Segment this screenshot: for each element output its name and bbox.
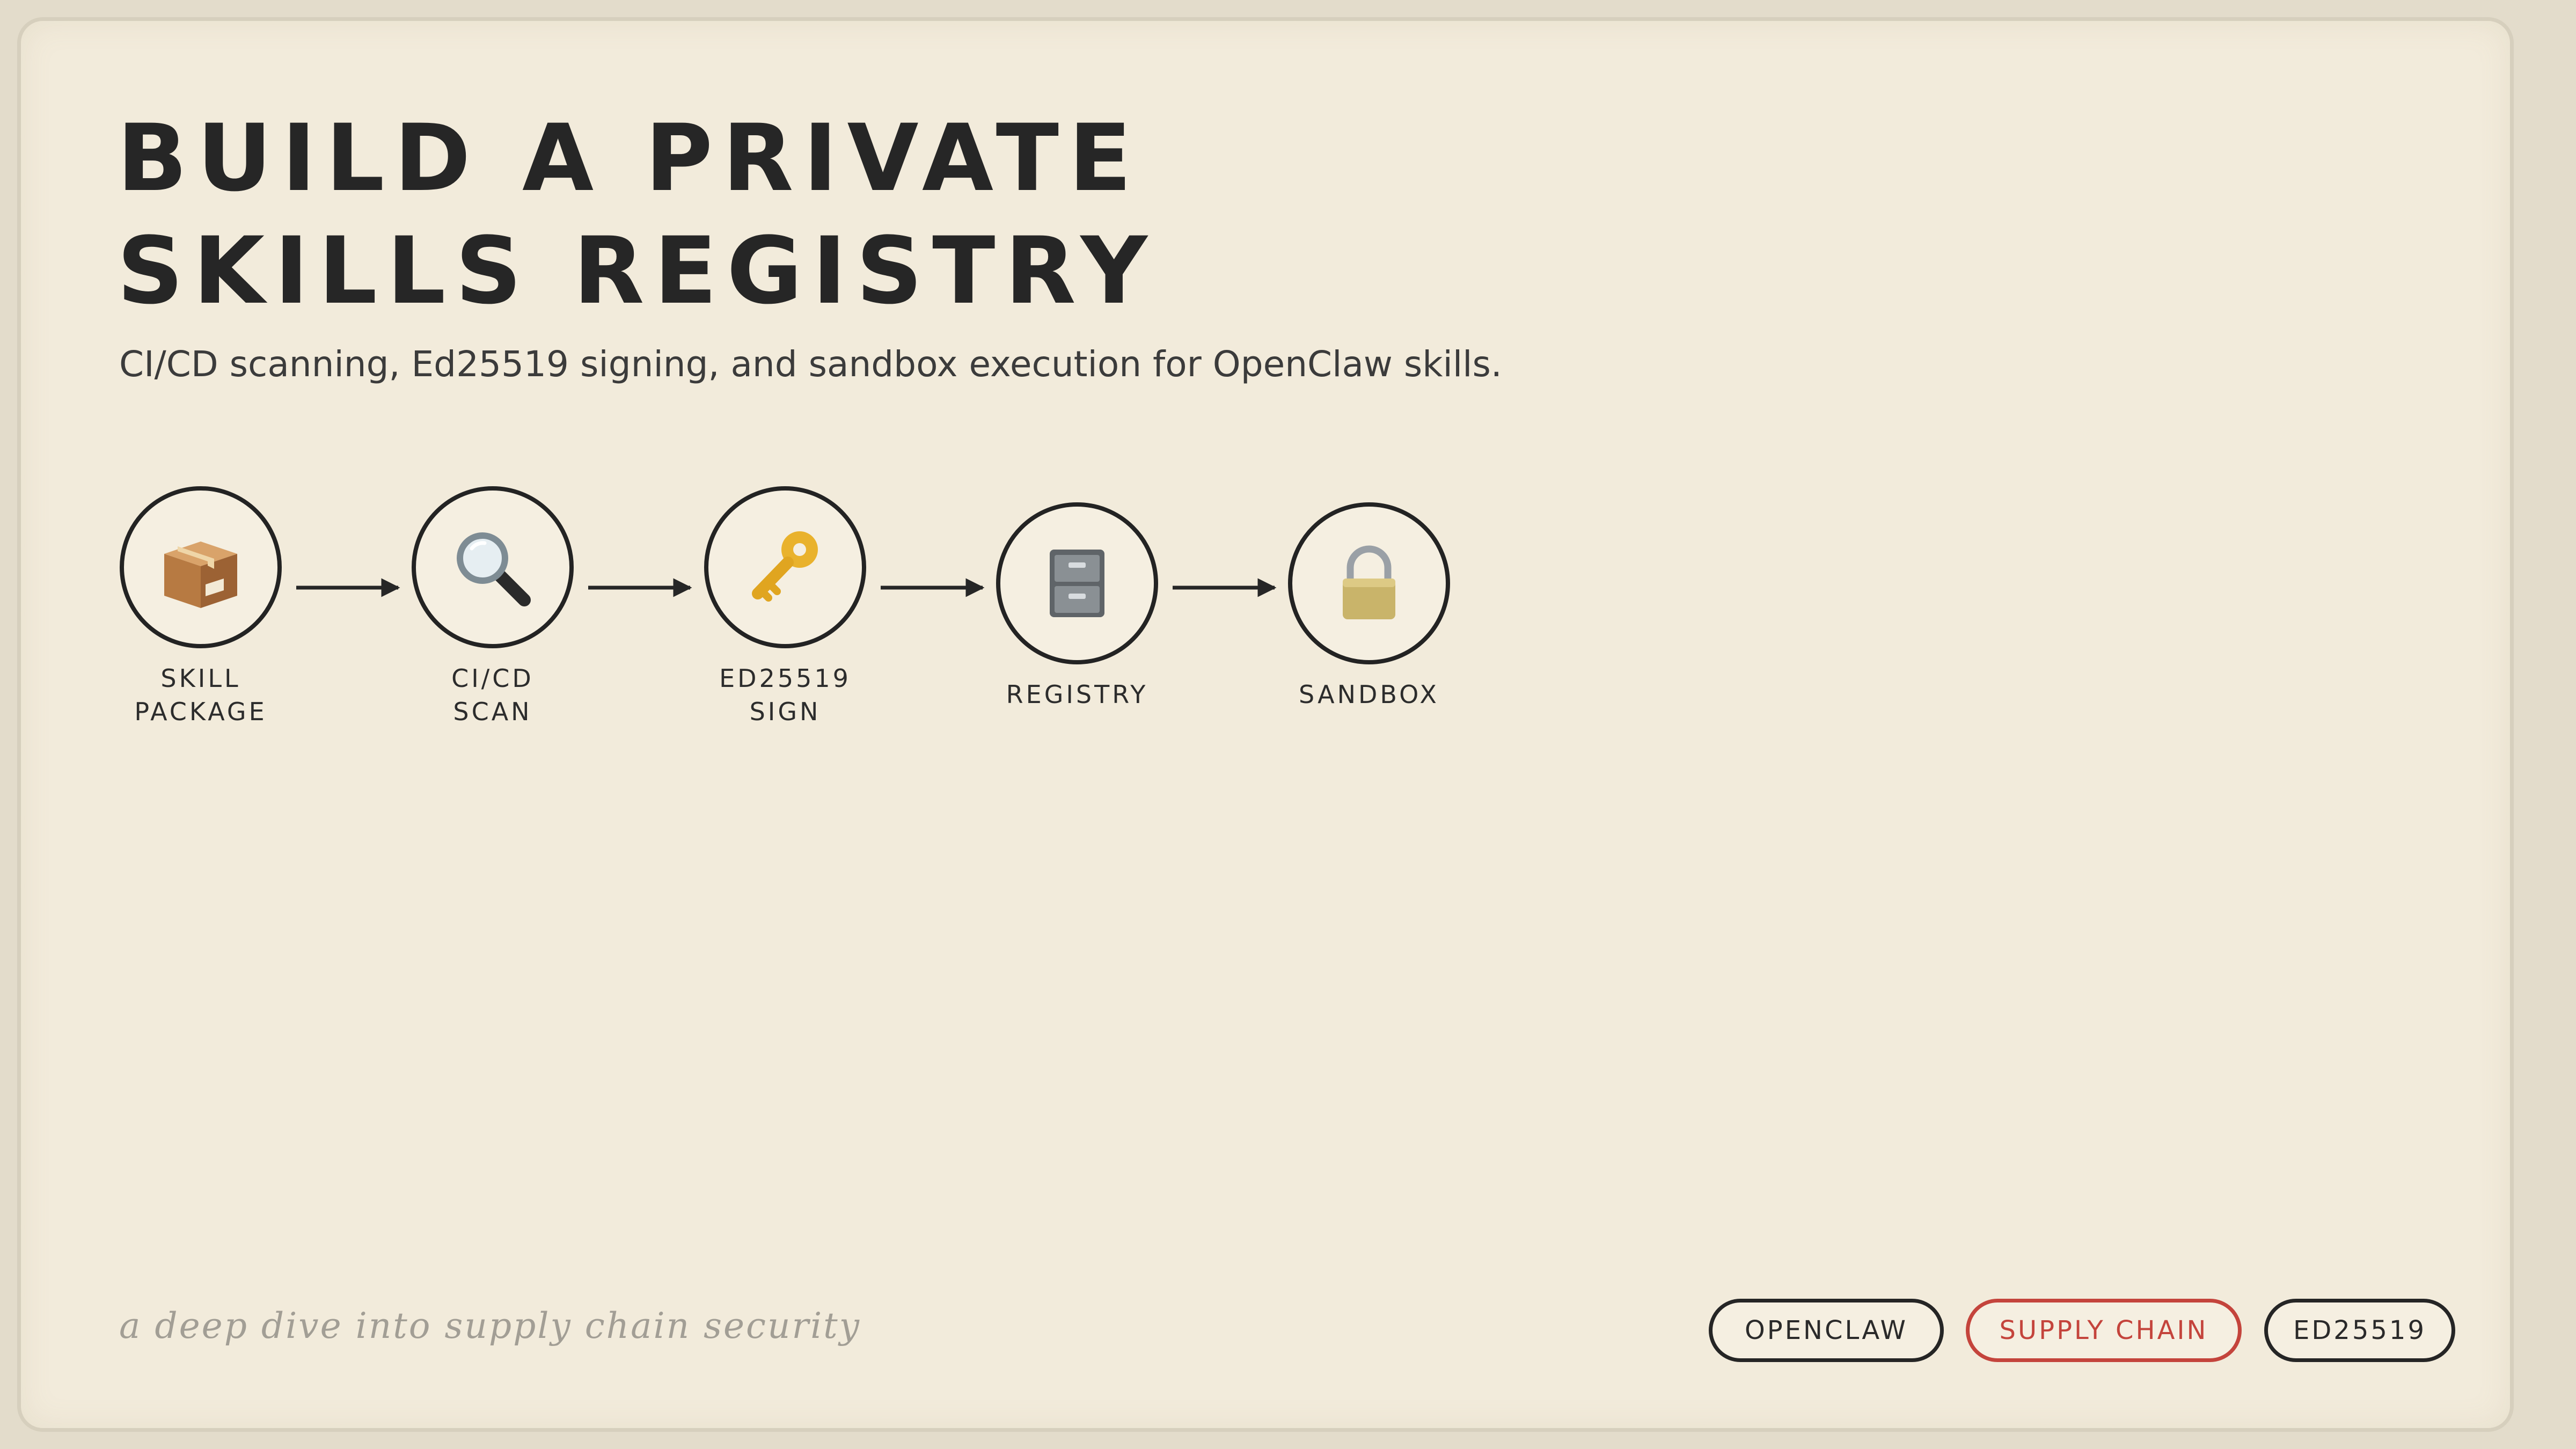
- tag-openclaw: OpenClaw: [1709, 1299, 1944, 1362]
- pipeline-node-ed25519-sign: [704, 486, 866, 648]
- slide-card: [17, 17, 2514, 1432]
- subtitle: CI/CD scanning, Ed25519 signing, and san…: [119, 343, 1502, 385]
- pipeline-node-sandbox: [1288, 502, 1450, 664]
- pipeline-label-skill-package: Skill Package: [134, 664, 267, 726]
- padlock-icon: [1343, 545, 1395, 619]
- package-icon: [164, 541, 237, 608]
- page-title: Build a private skills registry: [117, 102, 1157, 327]
- tag-ed25519: Ed25519: [2264, 1299, 2455, 1362]
- file-cabinet-icon: [1050, 550, 1104, 617]
- tag-supply-chain: Supply chain: [1966, 1299, 2242, 1362]
- pipeline-label-cicd-scan: CI/CD Scan: [451, 664, 534, 726]
- pipeline-node-cicd-scan: [412, 486, 574, 648]
- title-line-2: skills registry: [117, 217, 1158, 325]
- tagline: a deep dive into supply chain security: [119, 1305, 861, 1346]
- magnifying-glass-icon: [457, 532, 531, 606]
- title-line-1: Build a private: [117, 104, 1141, 212]
- pipeline-node-skill-package: [120, 486, 282, 648]
- pipeline-label-sandbox: Sandbox: [1299, 680, 1439, 709]
- pipeline-label-ed25519-sign: Ed25519 Sign: [719, 664, 851, 726]
- pipeline-node-registry: [996, 502, 1158, 664]
- pipeline-label-registry: Registry: [1006, 680, 1148, 709]
- key-icon: [752, 531, 818, 602]
